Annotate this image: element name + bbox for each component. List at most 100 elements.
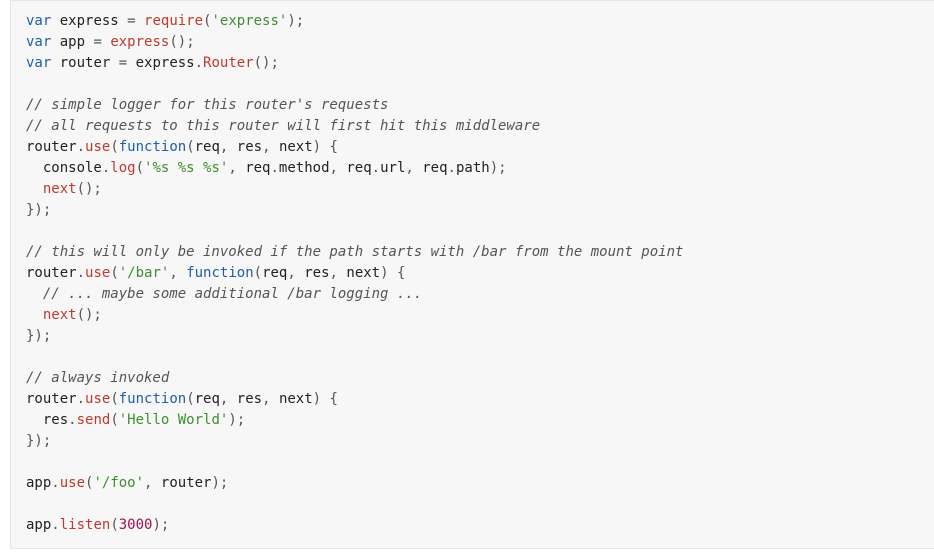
code-token: });: [26, 202, 52, 218]
code-token: 3000: [118, 517, 153, 533]
code-token: next: [337, 265, 381, 281]
code-token: req: [262, 265, 288, 281]
code-token: ,: [144, 475, 153, 491]
code-token: use: [59, 475, 86, 491]
code-token: method: [278, 160, 330, 176]
code-token: .: [76, 139, 86, 155]
code-token: ,: [262, 391, 271, 407]
code-block[interactable]: var express = require('express');var app…: [26, 11, 934, 536]
code-token: path: [455, 160, 490, 176]
code-token: 'Hello World': [118, 412, 229, 428]
code-token: app: [51, 34, 94, 50]
code-token: .: [371, 160, 381, 176]
code-line: router.use(function(req, res, next) {: [26, 389, 934, 410]
code-token: listen: [59, 517, 111, 533]
code-token: url: [380, 160, 406, 176]
code-line: ​: [26, 452, 934, 473]
code-token: express: [127, 55, 195, 71]
code-line: router.use('/bar', function(req, res, ne…: [26, 263, 934, 284]
code-token: next: [42, 307, 77, 323]
code-line: router.use(function(req, res, next) {: [26, 137, 934, 158]
code-token: ) {: [380, 265, 406, 281]
code-token: app: [26, 517, 52, 533]
code-token: (: [110, 412, 119, 428]
code-token: // simple logger for this router's reque…: [26, 97, 389, 113]
code-line: // ... maybe some additional /bar loggin…: [26, 284, 934, 305]
code-token: ,: [262, 139, 271, 155]
code-line: var express = require('express');: [26, 11, 934, 32]
code-token: router: [26, 139, 77, 155]
code-token: });: [26, 433, 52, 449]
code-token: });: [26, 328, 52, 344]
code-token: (: [110, 391, 119, 407]
code-line: next();: [26, 179, 934, 200]
code-token: .: [68, 412, 77, 428]
code-token: function: [186, 265, 254, 281]
code-token: '/bar': [118, 265, 170, 281]
code-token: .: [194, 55, 204, 71]
code-token: // all requests to this router will firs…: [26, 118, 541, 134]
code-line: ​: [26, 494, 934, 515]
code-token: ,: [329, 265, 338, 281]
code-token: .: [447, 160, 456, 176]
code-token: var: [26, 55, 52, 71]
code-token: function: [118, 139, 187, 155]
code-token: next: [42, 181, 77, 197]
code-token: .: [76, 391, 86, 407]
code-token: );: [287, 13, 305, 29]
code-token: (: [203, 13, 212, 29]
code-panel: var express = require('express');var app…: [10, 0, 934, 549]
code-token: res: [228, 391, 263, 407]
code-token: (: [85, 475, 94, 491]
code-token: require: [144, 13, 204, 29]
code-token: express: [110, 34, 170, 50]
code-line: ​: [26, 221, 934, 242]
code-token: req: [337, 160, 372, 176]
code-line: var app = express();: [26, 32, 934, 53]
code-token: .: [270, 160, 279, 176]
code-token: ,: [329, 160, 338, 176]
code-token: [136, 13, 144, 29]
code-token: .: [51, 475, 60, 491]
code-line: });: [26, 326, 934, 347]
code-token: req: [236, 160, 271, 176]
code-token: var: [26, 34, 52, 50]
code-token: (: [253, 265, 263, 281]
code-token: res: [295, 265, 330, 281]
code-token: );: [228, 412, 246, 428]
code-token: log: [110, 160, 136, 176]
code-token: use: [85, 265, 111, 281]
code-token: next: [270, 139, 313, 155]
code-token: router: [26, 265, 77, 281]
code-line: // all requests to this router will firs…: [26, 116, 934, 137]
code-token: next: [270, 391, 313, 407]
code-token: req: [194, 391, 220, 407]
code-token: (: [110, 517, 119, 533]
code-token: (: [186, 139, 195, 155]
code-token: // always invoked: [26, 370, 170, 386]
code-token: ) {: [312, 391, 338, 407]
code-line: ​: [26, 74, 934, 95]
code-token: use: [85, 139, 111, 155]
code-token: (: [110, 265, 119, 281]
code-token: ();: [253, 55, 279, 71]
code-token: ,: [405, 160, 414, 176]
code-token: ,: [169, 265, 178, 281]
code-line: console.log('%s %s %s', req.method, req.…: [26, 158, 934, 179]
code-token: ) {: [312, 139, 338, 155]
code-token: 'express': [211, 13, 288, 29]
code-token: (: [135, 160, 145, 176]
code-token: );: [489, 160, 507, 176]
code-token: res: [26, 412, 69, 428]
code-token: );: [152, 517, 170, 533]
code-token: [178, 265, 186, 281]
code-token: app: [26, 475, 52, 491]
code-line: res.send('Hello World');: [26, 410, 934, 431]
code-token: .: [101, 160, 111, 176]
code-line: // always invoked: [26, 368, 934, 389]
code-token: ,: [219, 391, 229, 407]
code-token: // ... maybe some additional /bar loggin…: [26, 286, 423, 302]
code-token: .: [76, 265, 86, 281]
code-token: (: [186, 391, 195, 407]
code-line: // simple logger for this router's reque…: [26, 95, 934, 116]
